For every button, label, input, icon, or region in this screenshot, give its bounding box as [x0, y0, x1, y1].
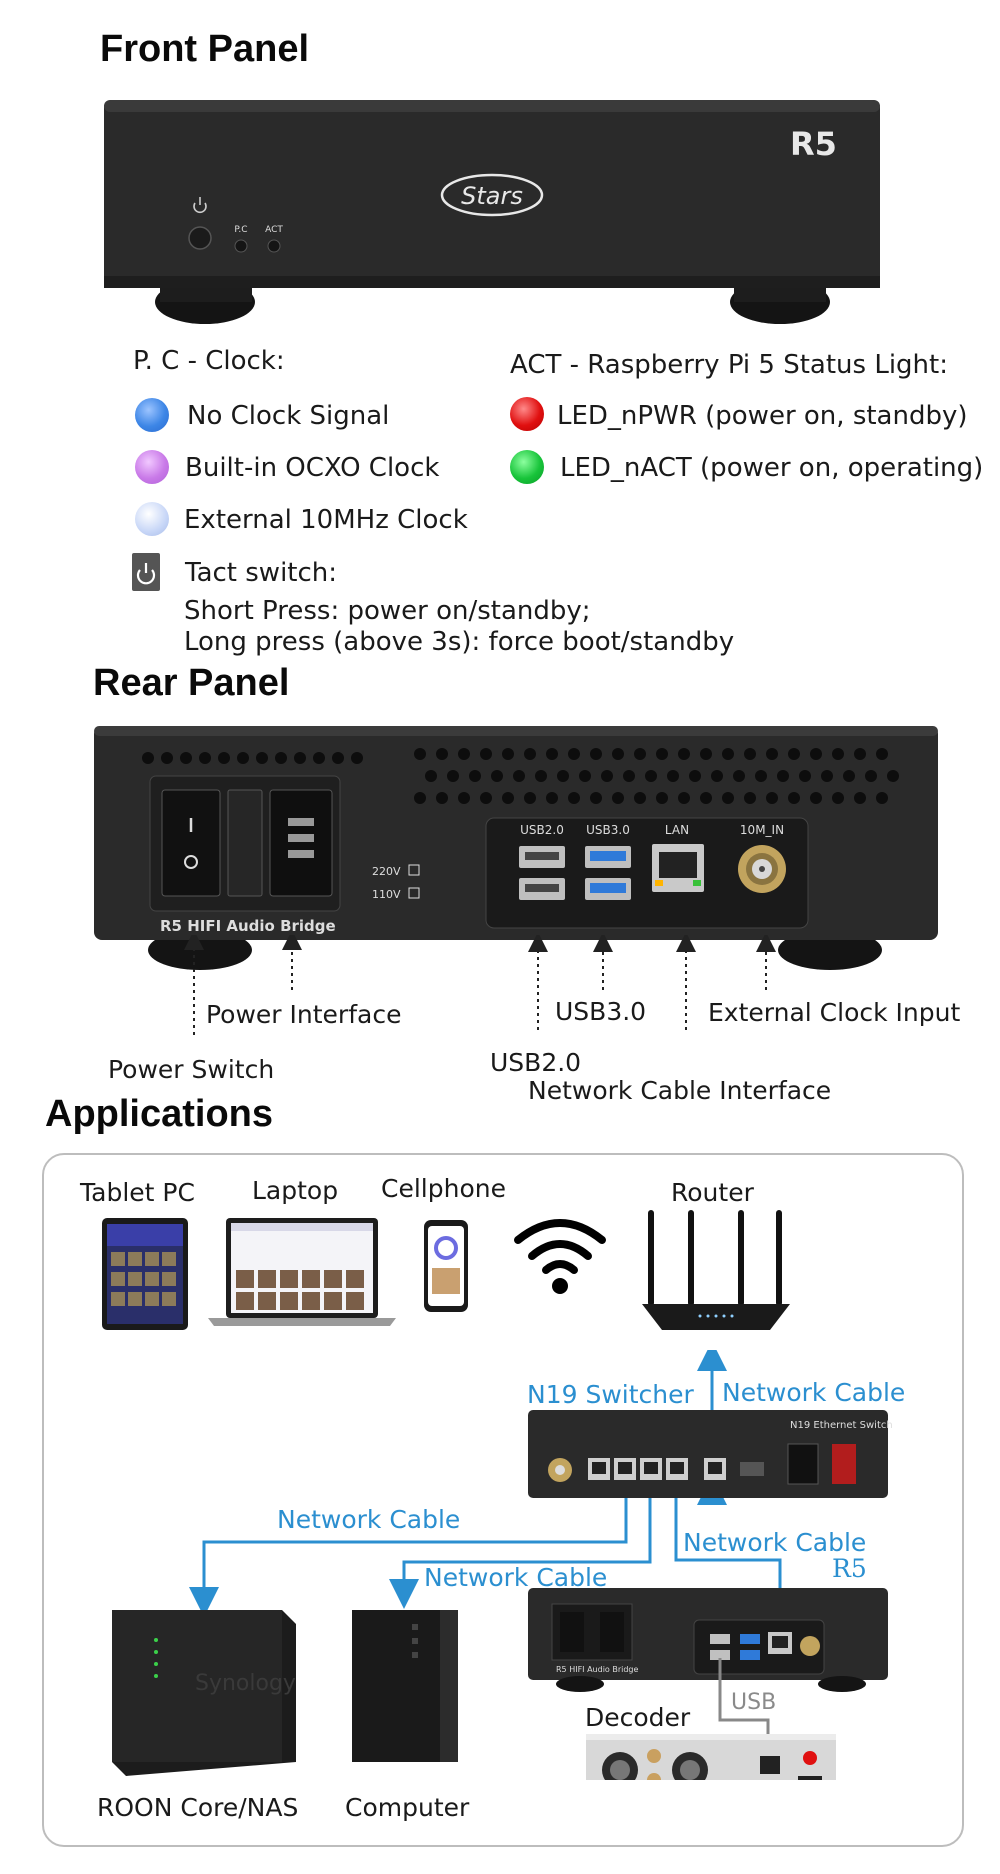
act-item-nact: LED_nACT (power on, operating)	[560, 453, 984, 483]
port-label-usb2: USB2.0	[520, 823, 564, 837]
act-item-npwr: LED_nPWR (power on, standby)	[557, 401, 968, 431]
nas-brand: Synology	[195, 1671, 296, 1696]
act-heading: ACT - Raspberry Pi 5 Status Light:	[510, 350, 948, 380]
pc-item-external: External 10MHz Clock	[184, 505, 468, 535]
led-blue-icon	[135, 398, 169, 432]
label-cellphone: Cellphone	[381, 1174, 506, 1203]
led-green-icon	[510, 450, 544, 484]
front-logo: Stars	[461, 182, 523, 210]
front-act-indicator-label: ACT	[265, 225, 283, 235]
led-purple-icon	[135, 450, 169, 484]
label-laptop: Laptop	[252, 1176, 339, 1205]
tact-long-press: Long press (above 3s): force boot/standb…	[184, 627, 735, 657]
label-r5: R5	[832, 1554, 867, 1583]
label-n19-switcher: N19 Switcher	[527, 1380, 694, 1409]
label-network-cable-r5: Network Cable	[683, 1528, 867, 1557]
rear-panel-device-image: R5 HIFI Audio Bridge 220V 110V USB2.0 US…	[94, 726, 938, 970]
port-label-usb3: USB3.0	[586, 823, 630, 837]
laptop-device	[208, 1218, 396, 1326]
computer-device	[352, 1610, 458, 1762]
front-power-icon	[193, 202, 207, 214]
applications-frame	[42, 1153, 964, 1847]
nas-device: Synology	[112, 1610, 296, 1776]
tact-switch-icon	[132, 553, 160, 591]
label-decoder: Decoder	[585, 1703, 691, 1732]
label-tablet: Tablet PC	[80, 1178, 195, 1207]
port-label-10m-in: 10M_IN	[740, 823, 784, 837]
led-light-blue-icon	[135, 502, 169, 536]
voltage-220-label: 220V	[372, 865, 401, 878]
r5-small-device: R5 HIFI Audio Bridge	[528, 1588, 888, 1692]
voltage-110-label: 110V	[372, 888, 401, 901]
front-panel-device-image: R5 Stars P.C ACT	[104, 100, 880, 324]
tact-switch-title: Tact switch:	[185, 558, 338, 588]
label-network-cable-computer: Network Cable	[424, 1563, 608, 1592]
label-usb: USB	[731, 1690, 777, 1715]
tablet-device	[102, 1218, 188, 1330]
front-panel-title: Front Panel	[100, 28, 310, 70]
label-network-cable-router: Network Cable	[722, 1378, 906, 1407]
usb-cable-line	[718, 1658, 770, 1738]
callout-usb2: USB2.0	[490, 1048, 582, 1077]
applications-title: Applications	[45, 1093, 274, 1135]
port-label-lan: LAN	[665, 823, 689, 837]
application-devices-bottom: Synology R5 HIFI Audio Bridge	[112, 1588, 888, 1780]
callout-power-switch: Power Switch	[108, 1055, 275, 1084]
label-nas: ROON Core/NAS	[97, 1793, 299, 1822]
pc-item-ocxo: Built-in OCXO Clock	[185, 453, 440, 483]
callout-usb3: USB3.0	[555, 997, 647, 1026]
callout-power-interface: Power Interface	[206, 1000, 402, 1029]
front-model-label: R5	[790, 125, 837, 163]
n19-switch-device: N19 Ethernet Switch	[528, 1410, 893, 1498]
pc-heading: P. C - Clock:	[133, 346, 285, 376]
decoder-device	[586, 1734, 836, 1780]
label-computer: Computer	[345, 1793, 470, 1822]
r5-small-label: R5 HIFI Audio Bridge	[556, 1665, 639, 1674]
tact-short-press: Short Press: power on/standby;	[184, 596, 591, 626]
rear-panel-title: Rear Panel	[93, 662, 290, 704]
callout-clock-input: External Clock Input	[708, 998, 961, 1027]
wifi-icon	[514, 1219, 606, 1274]
front-pc-indicator	[234, 239, 248, 253]
label-network-cable-nas: Network Cable	[277, 1505, 461, 1534]
rear-device-label: R5 HIFI Audio Bridge	[160, 917, 336, 935]
rear-callout-arrows	[184, 935, 776, 1035]
front-power-button[interactable]	[188, 226, 212, 250]
application-devices-top	[102, 1210, 790, 1330]
cellphone-device	[424, 1220, 468, 1312]
pc-item-no-clock: No Clock Signal	[187, 401, 390, 431]
switch-title: N19 Ethernet Switch	[790, 1420, 893, 1431]
router-device	[642, 1210, 790, 1330]
label-router: Router	[671, 1178, 754, 1207]
front-act-indicator	[267, 239, 281, 253]
led-red-icon	[510, 397, 544, 431]
front-pc-indicator-label: P.C	[234, 225, 247, 235]
callout-network-interface: Network Cable Interface	[528, 1076, 832, 1105]
